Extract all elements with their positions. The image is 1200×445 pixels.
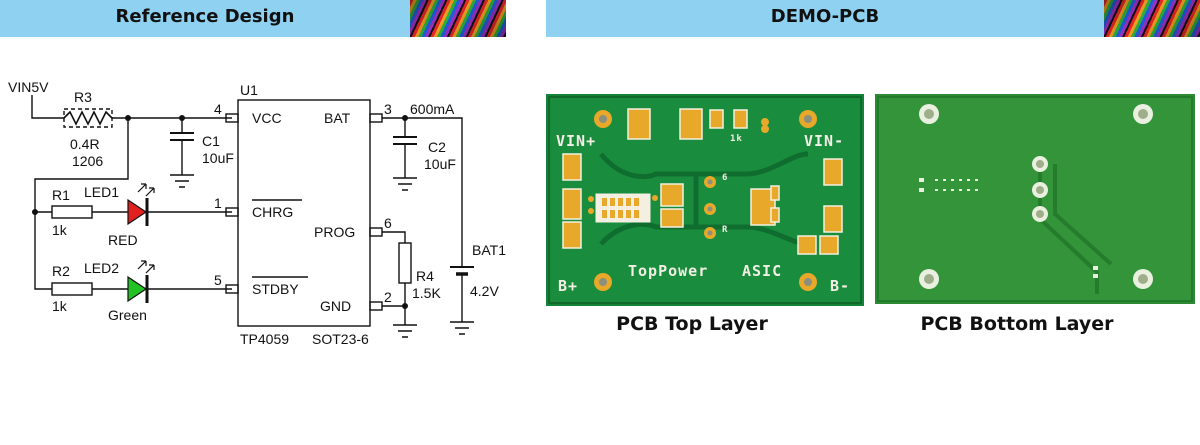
rainbow-logo <box>410 0 506 37</box>
c1-value: 10uF <box>202 150 234 166</box>
pcb-label-r-1k: 1k <box>730 134 743 144</box>
ic-package: SOT23-6 <box>312 331 369 347</box>
pin-vcc-label: VCC <box>252 110 282 126</box>
pcb-label-r: R <box>722 225 729 235</box>
r1-name: R1 <box>52 187 70 203</box>
banner-title-left: Reference Design <box>115 6 295 27</box>
pin-prog-label: PROG <box>314 224 355 240</box>
bat1-value: 4.2V <box>470 283 499 299</box>
pin-gnd-label: GND <box>320 298 351 314</box>
pin2-number: 2 <box>384 289 392 305</box>
ic-part-number: TP4059 <box>240 331 289 347</box>
pcb-bottom-caption: PCB Bottom Layer <box>920 313 1114 335</box>
u1-name: U1 <box>240 82 258 98</box>
pcb-bottom-layer-photo <box>875 94 1195 304</box>
c2-value: 10uF <box>424 156 456 172</box>
led1-name: LED1 <box>84 184 119 200</box>
led2-symbol <box>127 260 155 303</box>
r2-value: 1k <box>52 298 68 314</box>
pin6-number: 6 <box>384 215 392 231</box>
r3-name: R3 <box>74 89 92 105</box>
pin5-number: 5 <box>214 272 222 288</box>
pin4-number: 4 <box>214 101 222 117</box>
vin-label: VIN5V <box>8 79 49 95</box>
pcb-top-caption: PCB Top Layer <box>616 313 768 335</box>
pcb-label-vin-plus: VIN+ <box>556 132 597 150</box>
pcb-label-asic: ASIC <box>742 262 783 280</box>
r2-name: R2 <box>52 263 70 279</box>
pcb-label-brand: TopPower <box>628 262 709 280</box>
rainbow-logo <box>1104 0 1200 37</box>
pcb-top-artwork <box>546 94 864 306</box>
c1-name: C1 <box>202 133 220 149</box>
r3-package: 1206 <box>72 153 103 169</box>
pcb-label-b-plus: B+ <box>558 277 579 295</box>
charge-current-label: 600mA <box>410 101 455 117</box>
pin1-number: 1 <box>214 195 222 211</box>
banner-reference-design: Reference Design <box>0 0 506 37</box>
r1-value: 1k <box>52 222 68 238</box>
pin-stdby-label: STDBY <box>252 281 299 297</box>
r3-value: 0.4R <box>70 136 100 152</box>
schematic-diagram: VIN5V R3 0.4R 1206 C1 10uF R1 1k LED1 RE… <box>8 79 506 347</box>
pcb-label-b-minus: B- <box>830 277 851 295</box>
led1-symbol <box>127 183 155 226</box>
r4-value: 1.5K <box>412 285 441 301</box>
pin3-number: 3 <box>384 101 392 117</box>
pcb-top-layer-photo: VIN+ VIN- B+ B- TopPower ASIC 1k 6 R <box>546 94 864 306</box>
led2-color: Green <box>108 307 147 323</box>
pcb-bottom-artwork <box>875 94 1195 304</box>
c2-name: C2 <box>428 139 446 155</box>
pin-bat-label: BAT <box>324 110 351 126</box>
r4-name: R4 <box>416 268 434 284</box>
banner-demo-pcb: DEMO-PCB <box>546 0 1200 37</box>
pin-chrg-label: CHRG <box>252 204 293 220</box>
led2-name: LED2 <box>84 260 119 276</box>
pcb-label-6: 6 <box>722 173 729 183</box>
pcb-label-vin-minus: VIN- <box>804 132 845 150</box>
bat1-name: BAT1 <box>472 242 506 258</box>
led1-color: RED <box>108 232 138 248</box>
banner-title-right: DEMO-PCB <box>770 6 880 27</box>
